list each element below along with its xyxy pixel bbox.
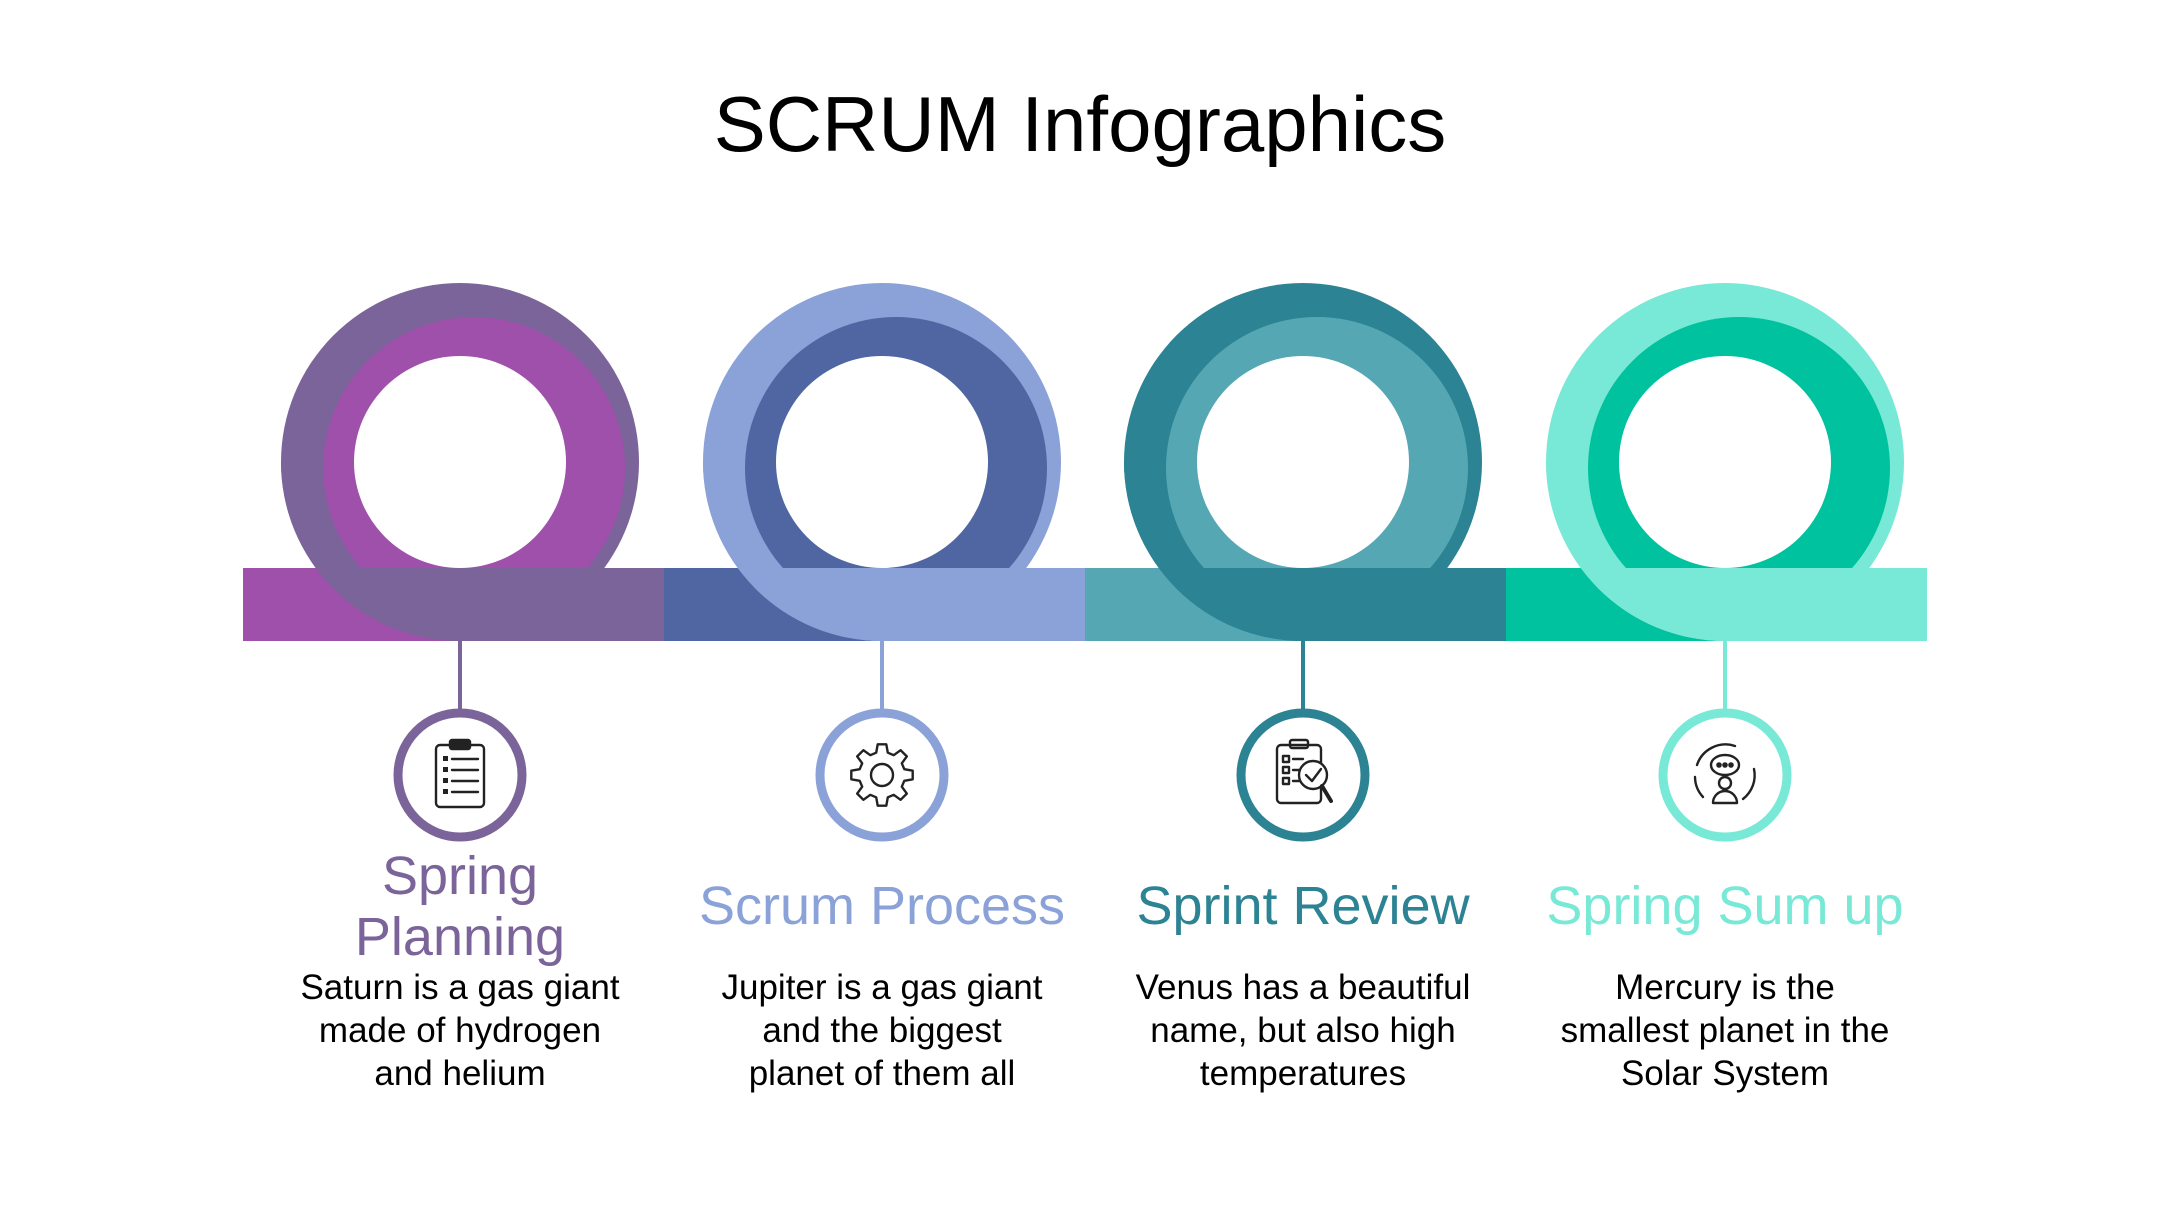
loop-step-3 [1085,283,1506,641]
connector-line [1301,641,1305,709]
step-heading: Sprint Review [1093,876,1513,937]
team-communication-icon [1693,743,1756,805]
step-description-line: and helium [374,1054,546,1093]
step-description-line: name, but also high [1150,1011,1456,1050]
page-title: SCRUM Infographics [713,80,1447,168]
clipboard-check-search-icon [1275,738,1333,805]
connector-line [458,641,462,709]
step-heading-line: Scrum Process [698,876,1066,936]
gear-icon [850,743,914,807]
loop-hole [354,356,566,568]
step-description-line: Mercury is the [1615,968,1835,1007]
loop-step-1 [243,283,664,641]
step-description-line: made of hydrogen [318,1011,602,1050]
step-heading-line: Spring [381,846,539,906]
connector-line [880,641,884,709]
step-description-line: temperatures [1199,1054,1407,1093]
step-description-line: Venus has a beautiful [1135,968,1471,1007]
loop-lower-arc [1706,640,1744,641]
loop-hole [776,356,988,568]
loop-step-2 [664,283,1085,641]
step-description-line: smallest planet in the [1560,1011,1890,1050]
icon-ring [393,708,527,842]
clipboard-list-icon [434,738,486,809]
bar-segment-right [1124,462,1506,641]
loop-hole [1619,356,1831,568]
step-description-line: Jupiter is a gas giant [721,968,1043,1007]
loop-step-4 [1506,283,1927,641]
step-heading: Spring Sum up [1515,876,1935,937]
step-description: Jupiter is a gas giant and the biggest pla… [672,966,1092,1095]
bar-segment-right [281,462,664,641]
step-description: Venus has a beautiful name, but also high… [1093,966,1513,1095]
step-description: Saturn is a gas giant made of hydrogen and… [250,966,670,1095]
bar-segment-right [1546,462,1927,641]
step-description-line: planet of them all [748,1054,1016,1093]
icon-ring [815,708,949,842]
step-description-line: and the biggest [762,1011,1002,1050]
loop-lower-arc [863,640,901,641]
bar-segment-right [703,462,1085,641]
step-heading: Scrum Process [672,876,1092,937]
step-description-line: Saturn is a gas giant [300,968,620,1007]
loop-lower-arc [1284,640,1322,641]
step-heading-line: Planning [354,907,566,967]
connector-line [1723,641,1727,709]
step-heading-line: Spring Sum up [1546,876,1904,936]
loop-hole [1197,356,1409,568]
step-heading-line: Sprint Review [1136,876,1470,936]
step-description-line: Solar System [1620,1054,1830,1093]
loop-lower-arc [441,640,479,641]
